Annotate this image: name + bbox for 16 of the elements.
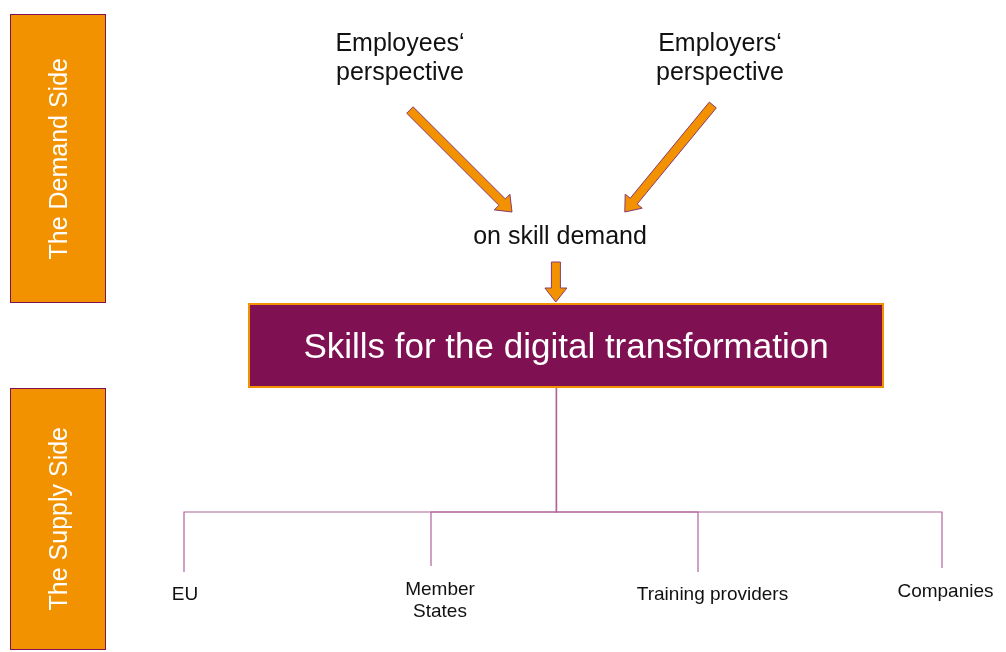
node-label: on skill demand [440,218,680,252]
block-arrow [624,101,717,213]
block-arrow [544,261,568,303]
node-label: Training providers [615,578,810,610]
block-arrow [406,106,513,213]
side-label-text: The Supply Side [43,427,73,611]
connector-line [555,387,943,569]
side-label [10,14,106,303]
node-label: Companies [885,574,1006,608]
side-label-text: The Demand Side [43,57,73,260]
title-box: Skills for the digital transformation [248,303,884,388]
node-label: Member States [385,572,495,628]
node-label: Employers‘ perspective [630,22,810,92]
node-label: EU [160,578,210,610]
node-label: Employees‘ perspective [310,22,490,92]
side-label [10,388,106,650]
